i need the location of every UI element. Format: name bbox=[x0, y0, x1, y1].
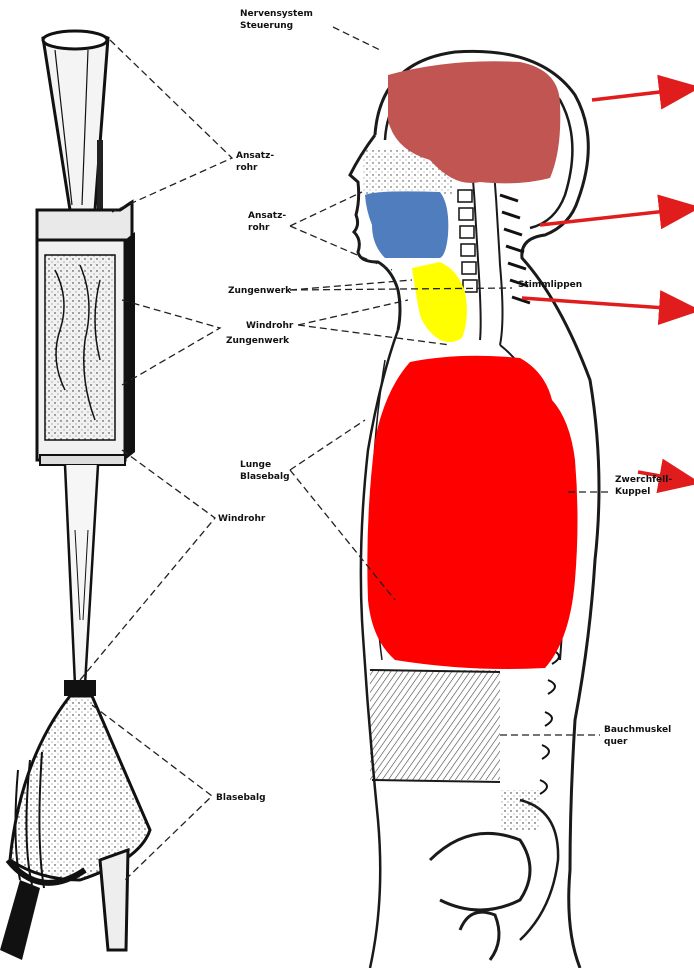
label-quer: quer bbox=[604, 737, 628, 747]
larynx-region bbox=[412, 262, 467, 342]
organ-pipe bbox=[0, 31, 150, 960]
pipe-resonator-cone bbox=[43, 31, 108, 210]
pipe-wind-tube bbox=[64, 465, 98, 696]
arrow-brain bbox=[592, 88, 694, 100]
arrow-larynx bbox=[522, 298, 694, 310]
label-ansatzrohr-pipe-2: rohr bbox=[236, 163, 258, 173]
pipe-bellows bbox=[0, 696, 150, 960]
label-steuerung: Steuerung bbox=[240, 21, 293, 31]
abdominal-muscle-texture bbox=[370, 670, 500, 780]
label-blasebalg-pipe: Blasebalg bbox=[216, 793, 266, 803]
label-ansatzrohr-pipe: Ansatz- bbox=[236, 151, 274, 161]
label-blasebalg-body: Blasebalg bbox=[240, 472, 290, 482]
lung-region bbox=[367, 356, 577, 669]
label-lunge: Lunge bbox=[240, 460, 271, 470]
label-ansatzrohr-body-2: rohr bbox=[248, 223, 270, 233]
label-zungenwerk-body: Zungenwerk bbox=[228, 286, 292, 296]
label-nervensystem: Nervensystem bbox=[240, 9, 313, 19]
arrow-neck bbox=[540, 208, 694, 225]
pelvis bbox=[430, 790, 558, 960]
label-ansatzrohr-body: Ansatz- bbox=[248, 211, 286, 221]
label-bauchmuskel: Bauchmuskel bbox=[604, 725, 671, 735]
label-windrohr-body: Windrohr bbox=[246, 321, 294, 331]
label-kuppel: Kuppel bbox=[615, 487, 650, 497]
pipe-boot-block bbox=[37, 202, 135, 465]
label-zwerchfell: Zwerchfell- bbox=[615, 475, 672, 485]
label-zungenwerk-pipe: Zungenwerk bbox=[226, 336, 290, 346]
label-stimmlippen: Stimmlippen bbox=[518, 280, 582, 290]
mouth-region bbox=[365, 191, 448, 258]
label-windrohr-pipe: Windrohr bbox=[218, 514, 266, 524]
